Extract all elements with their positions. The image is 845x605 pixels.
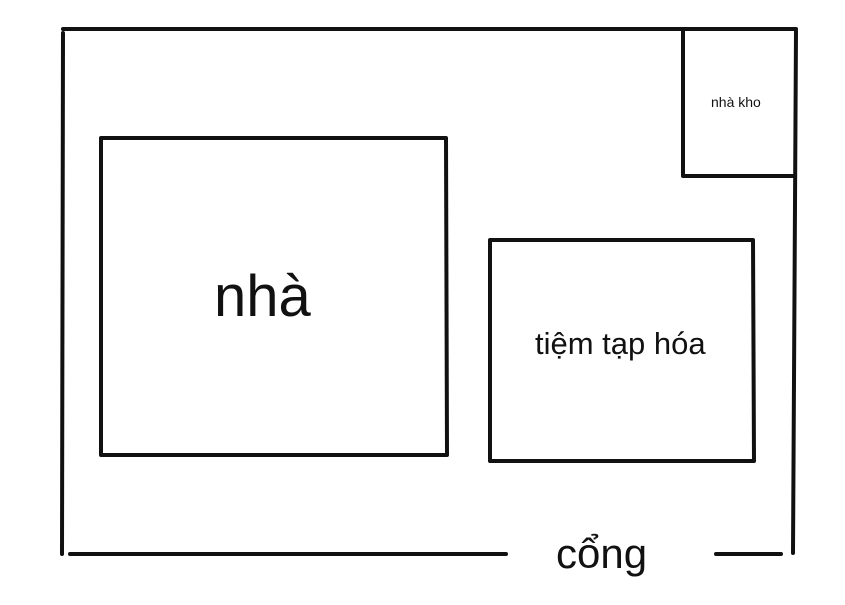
gate-label: cổng: [556, 530, 648, 577]
house-outline: [99, 136, 449, 457]
warehouse-outline: [681, 28, 796, 178]
boundary-right-wall: [791, 29, 798, 555]
shop-label: tiệm tạp hóa: [535, 326, 706, 361]
shop-outline: [488, 238, 756, 463]
boundary-left-wall: [60, 31, 65, 556]
house-label: nhà: [214, 264, 311, 329]
warehouse-label: nhà kho: [711, 94, 761, 110]
